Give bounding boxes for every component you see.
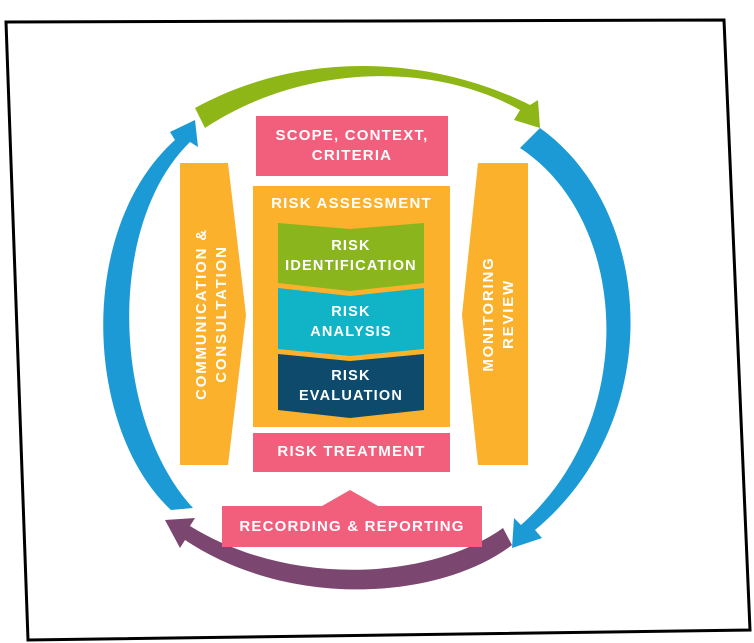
risk-evaluation-label: RISK EVALUATION	[278, 364, 424, 410]
scope-context-criteria-box: SCOPE, CONTEXT, CRITERIA	[256, 116, 448, 176]
communication-consultation-label: COMMUNICATION & CONSULTATION	[192, 228, 233, 400]
identification-line-1: RISK	[331, 238, 371, 255]
identification-line-2: IDENTIFICATION	[285, 258, 417, 274]
scope-line-1: SCOPE, CONTEXT,	[275, 126, 429, 144]
risk-analysis-label: RISK ANALYSIS	[278, 300, 424, 346]
bottom-arrow	[165, 518, 512, 590]
top-arrow	[195, 65, 540, 128]
communication-chevron	[180, 163, 246, 465]
recording-reporting-label: RECORDING & REPORTING	[222, 507, 482, 547]
scope-line-2: CRITERIA	[311, 147, 393, 164]
communication-line-2: CONSULTATION	[213, 245, 230, 383]
left-arrow	[103, 120, 198, 510]
risk-identification-shape	[278, 223, 424, 291]
risk-identification-label: RISK IDENTIFICATION	[278, 234, 424, 280]
risk-analysis-shape	[278, 288, 424, 356]
risk-treatment-box: RISK TREATMENT	[253, 433, 450, 472]
monitoring-line-1: MONITORING	[479, 256, 497, 372]
monitoring-review-label: MONITORING REVIEW	[479, 256, 520, 371]
recording-reporting-text: RECORDING & REPORTING	[239, 517, 465, 535]
right-arrow	[512, 128, 631, 548]
monitoring-line-2: REVIEW	[500, 279, 517, 349]
recording-shape	[222, 490, 482, 547]
risk-assessment-text: RISK ASSESSMENT	[271, 194, 432, 212]
communication-line-1: COMMUNICATION &	[192, 228, 210, 400]
monitoring-chevron	[462, 163, 528, 465]
evaluation-line-2: EVALUATION	[298, 388, 404, 404]
risk-treatment-text: RISK TREATMENT	[277, 443, 426, 461]
evaluation-line-1: RISK	[331, 368, 371, 385]
risk-assessment-label: RISK ASSESSMENT	[253, 192, 450, 216]
analysis-line-1: RISK	[331, 304, 371, 321]
risk-evaluation-shape	[278, 354, 424, 418]
analysis-line-2: ANALYSIS	[310, 324, 392, 340]
